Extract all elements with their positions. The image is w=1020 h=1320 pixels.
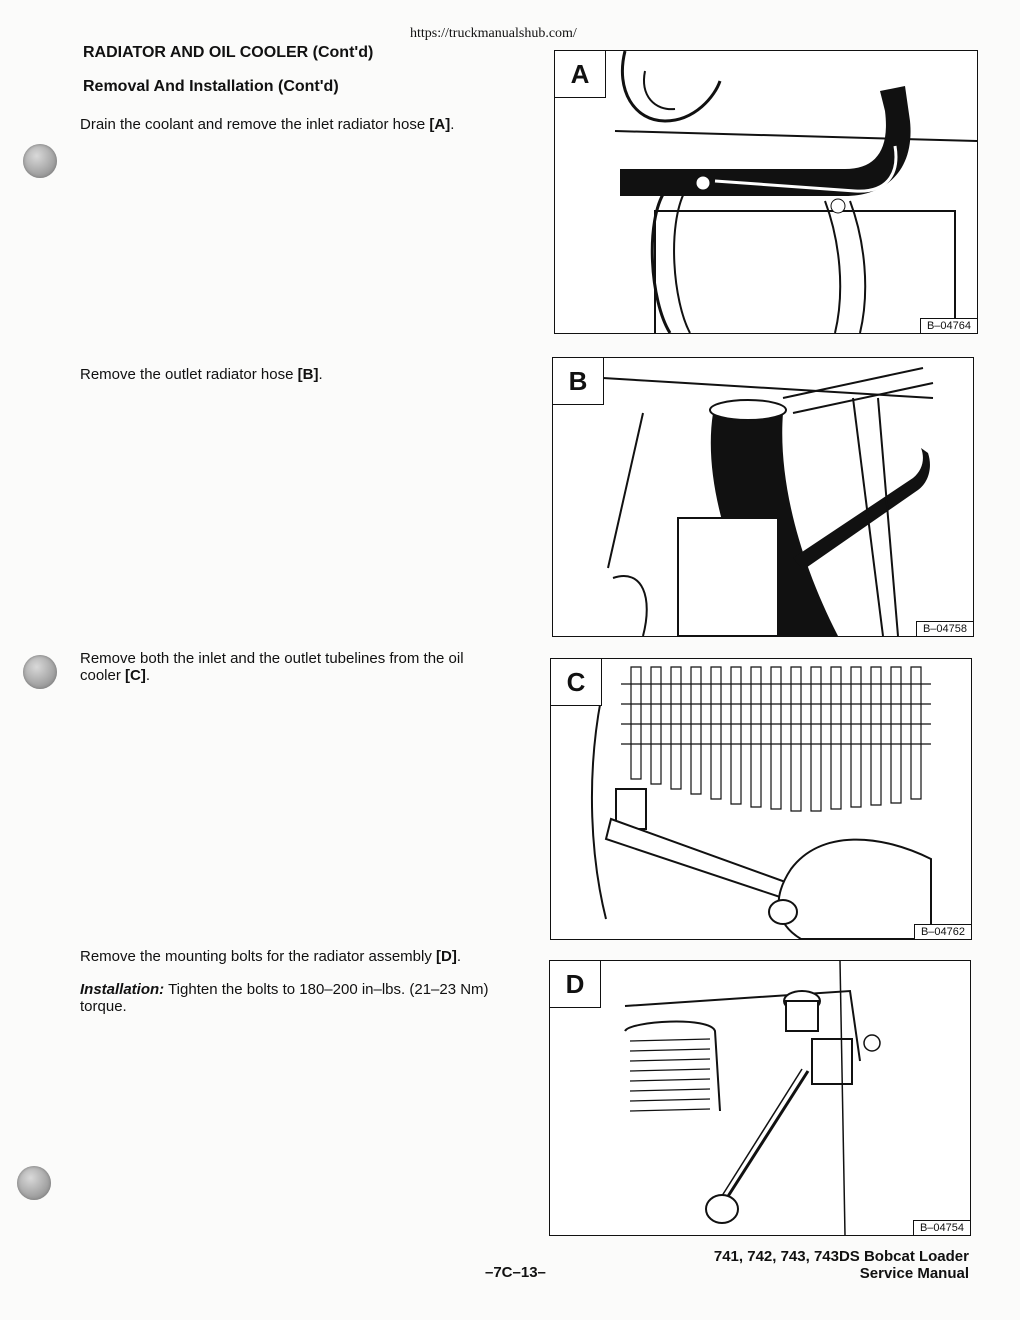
step-d-text: Remove the mounting bolts for the radiat… xyxy=(80,948,462,965)
footer-title: 741, 742, 743, 743DS Bobcat Loader Servi… xyxy=(714,1248,969,1282)
figure-c-code: B–04762 xyxy=(913,924,971,939)
figure-d-illustration xyxy=(624,961,881,1235)
figure-d: D B–04754 xyxy=(549,960,971,1236)
section-title: RADIATOR AND OIL COOLER (Cont'd) xyxy=(83,44,374,61)
step-c-text: Remove both the inlet and the outlet tub… xyxy=(80,650,464,684)
page-number: –7C–13– xyxy=(485,1264,546,1281)
figure-a-label: A xyxy=(555,51,606,98)
source-url: https://truckmanualshub.com/ xyxy=(410,26,577,41)
figure-b-illustration xyxy=(602,367,934,636)
punch-hole xyxy=(23,144,57,178)
figure-b-label: B xyxy=(553,358,604,405)
punch-hole xyxy=(23,655,57,689)
installation-note: Installation: Tighten the bolts to 180–2… xyxy=(80,981,489,1015)
figure-d-label: D xyxy=(550,961,601,1008)
step-a-text: Drain the coolant and remove the inlet r… xyxy=(80,116,455,133)
figure-a: A B–04764 xyxy=(554,50,978,334)
figure-d-code: B–04754 xyxy=(912,1220,970,1235)
step-b-text: Remove the outlet radiator hose [B]. xyxy=(80,366,323,383)
footer-line-2: Service Manual xyxy=(859,1265,969,1282)
figure-c-label: C xyxy=(551,659,602,706)
figure-a-illustration xyxy=(614,51,977,333)
figure-a-code: B–04764 xyxy=(919,318,977,333)
figure-b-code: B–04758 xyxy=(915,621,973,636)
punch-hole xyxy=(17,1166,51,1200)
figure-c-illustration xyxy=(590,666,932,939)
subsection-title: Removal And Installation (Cont'd) xyxy=(83,78,339,95)
figure-b: B B–04758 xyxy=(552,357,974,637)
figure-c: C B–04762 xyxy=(550,658,972,940)
footer-line-1: 741, 742, 743, 743DS Bobcat Loader xyxy=(713,1248,969,1265)
